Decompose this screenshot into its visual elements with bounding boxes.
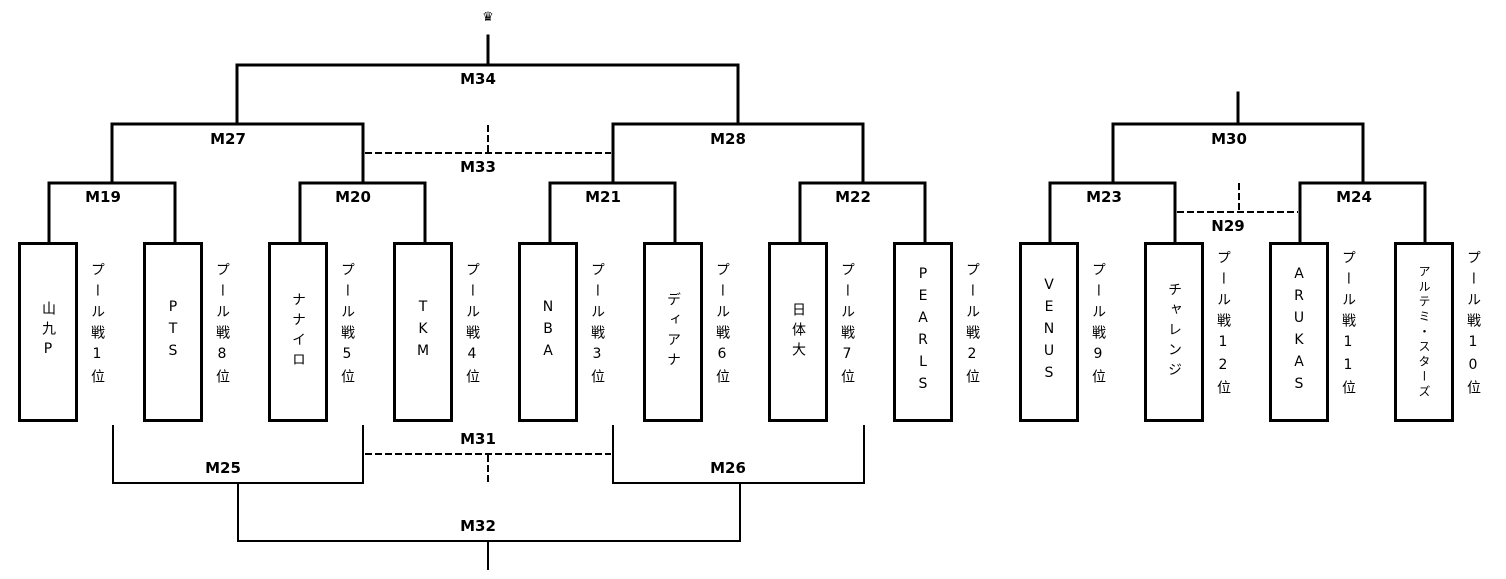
team-name: ナナイロ xyxy=(290,292,306,372)
match-label-m23: M23 xyxy=(1086,188,1122,206)
team-rank: プール戦3位 xyxy=(589,262,605,390)
bracket-m23 xyxy=(1048,181,1177,244)
team-box: PEARLS xyxy=(893,242,953,422)
team-rank: プール戦2位 xyxy=(964,262,980,390)
team-rank: プール戦8位 xyxy=(214,262,230,390)
team-name: チャレンジ xyxy=(1166,282,1182,382)
match-label-m25: M25 xyxy=(205,459,241,477)
team-name: 日体大 xyxy=(790,302,806,362)
match-label-m31: M31 xyxy=(460,430,496,448)
match-label-m34: M34 xyxy=(460,70,496,88)
match-label-m33: M33 xyxy=(460,158,496,176)
team-name: ARUKAS xyxy=(1291,266,1307,398)
match-label-m21: M21 xyxy=(585,188,621,206)
bracket-m21 xyxy=(548,181,677,244)
match-label-n29: N29 xyxy=(1211,217,1245,235)
bracket-m24 xyxy=(1298,181,1427,244)
team-rank: プール戦10位 xyxy=(1465,250,1481,401)
match-label-m30: M30 xyxy=(1211,130,1247,148)
team-name: VENUS xyxy=(1041,277,1057,387)
team-box: PTS xyxy=(143,242,203,422)
team-name: NBA xyxy=(540,299,556,365)
match-label-m32: M32 xyxy=(460,517,496,535)
team-box: 山九P xyxy=(18,242,78,422)
team-box: ARUKAS xyxy=(1269,242,1329,422)
match-label-m19: M19 xyxy=(85,188,121,206)
bracket-m28 xyxy=(611,122,865,185)
team-name: 山九P xyxy=(40,301,56,363)
bracket-m34 xyxy=(235,63,740,126)
team-name: アルテミ・スターズ xyxy=(1417,264,1431,400)
team-rank: プール戦4位 xyxy=(464,262,480,390)
bracket-m30 xyxy=(1111,122,1365,185)
match-label-m28: M28 xyxy=(710,130,746,148)
bracket-m27 xyxy=(110,122,365,185)
bracket-m22 xyxy=(798,181,927,244)
bracket-m25 xyxy=(112,425,364,484)
match-label-m20: M20 xyxy=(335,188,371,206)
match-label-m22: M22 xyxy=(835,188,871,206)
team-rank: プール戦5位 xyxy=(339,262,355,390)
team-box: NBA xyxy=(518,242,578,422)
team-rank: プール戦9位 xyxy=(1090,262,1106,390)
team-rank: プール戦11位 xyxy=(1340,250,1356,401)
match-label-m26: M26 xyxy=(710,459,746,477)
bracket-m26 xyxy=(612,425,865,484)
team-rank: プール戦1位 xyxy=(89,262,105,390)
team-box: ディアナ xyxy=(643,242,703,422)
team-box: アルテミ・スターズ xyxy=(1394,242,1454,422)
crown-icon: ♛ xyxy=(482,10,494,25)
team-name: ディアナ xyxy=(665,292,681,372)
team-name: PEARLS xyxy=(915,266,931,398)
team-box: TKM xyxy=(393,242,453,422)
team-rank: プール戦12位 xyxy=(1215,250,1231,401)
team-box: チャレンジ xyxy=(1144,242,1204,422)
team-rank: プール戦6位 xyxy=(714,262,730,390)
bracket-m20 xyxy=(298,181,427,244)
bracket-m19 xyxy=(47,181,177,244)
team-box: VENUS xyxy=(1019,242,1079,422)
team-rank: プール戦7位 xyxy=(839,262,855,390)
match-label-m27: M27 xyxy=(210,130,246,148)
team-name: PTS xyxy=(165,299,181,365)
team-box: ナナイロ xyxy=(268,242,328,422)
team-box: 日体大 xyxy=(768,242,828,422)
match-label-m24: M24 xyxy=(1336,188,1372,206)
team-name: TKM xyxy=(415,299,431,365)
